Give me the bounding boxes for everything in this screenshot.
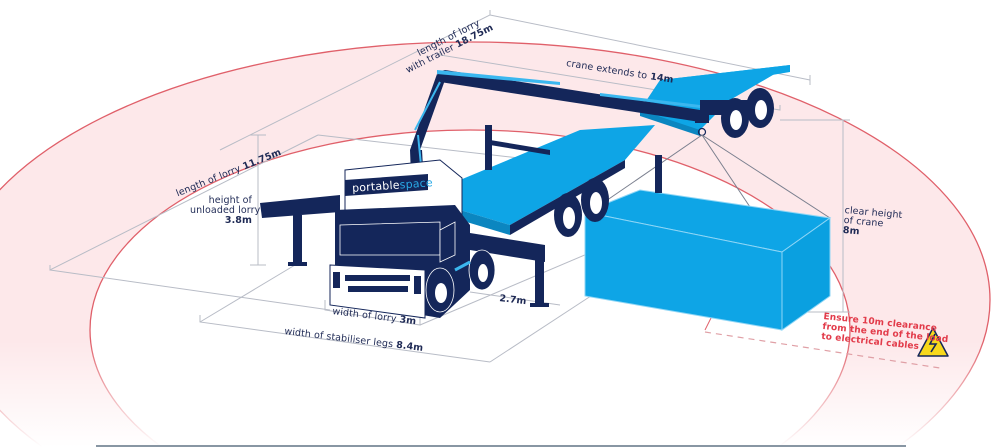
bottom-divider	[96, 445, 906, 447]
label-clear-height: clear height of crane 8m	[842, 205, 903, 238]
label-height-unloaded: height of unloaded lorry 3.8m	[190, 195, 261, 226]
clearance-dashed-line	[704, 331, 941, 369]
lorry-cab	[329, 159, 496, 319]
brand-panel	[345, 174, 428, 196]
electrical-hazard-icon	[917, 327, 949, 357]
stabiliser-legs	[260, 195, 549, 307]
lorry-flatbed	[460, 125, 662, 237]
lorry-rear-wheels	[554, 178, 609, 237]
trailer-wheels	[721, 88, 774, 138]
load-box	[583, 189, 832, 331]
